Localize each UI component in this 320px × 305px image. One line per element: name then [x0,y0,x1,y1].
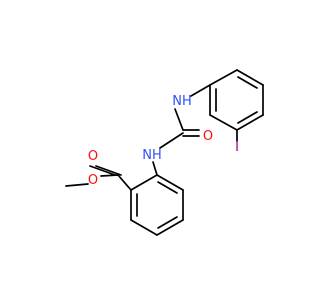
ester-carbonyl-oxygen-label: O [88,149,98,164]
bond [89,165,116,176]
bond [237,111,258,124]
bond [100,174,119,177]
bond [157,216,178,229]
bond [209,114,238,131]
bond [117,174,132,191]
iodine-label: I [235,140,239,155]
nh-lower-label: NH [142,148,162,163]
methoxy-oxygen-label: O [88,173,98,188]
bond [130,174,158,191]
bond [157,181,178,194]
carbonyl-oxygen-label: O [203,129,213,144]
bond [130,219,158,236]
atom-labels: NH NH O O O I [88,94,239,188]
molecule-structure: NH NH O O O I [65,69,264,236]
bond [237,76,258,89]
molecule-canvas: NH NH O O O I [65,69,264,236]
bond [156,174,184,191]
bond [174,108,184,131]
bond [156,219,184,236]
nh-upper-label: NH [172,94,192,109]
bond [236,114,264,131]
bonds [65,69,264,236]
bond [159,132,184,149]
bond [65,183,89,187]
bond [95,165,122,176]
bond [190,84,211,97]
bond [152,161,158,176]
bond [236,69,264,86]
bond [209,69,238,86]
